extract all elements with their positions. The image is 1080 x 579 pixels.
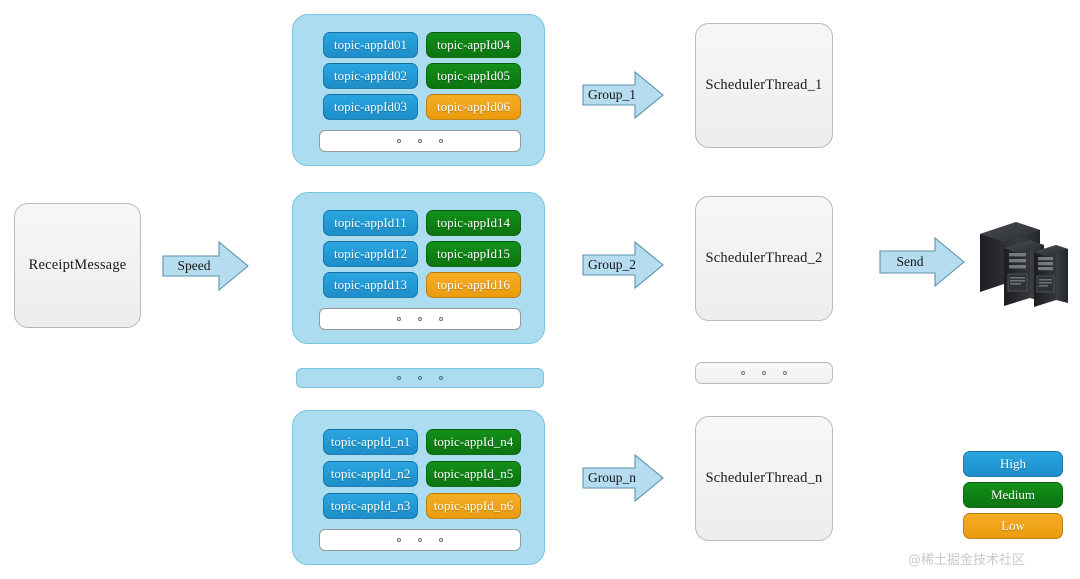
ellipsis-dot: [439, 139, 443, 143]
ellipsis-dot: [397, 538, 401, 542]
topic-chip[interactable]: topic-appId01: [323, 32, 418, 58]
ellipsis-dot: [397, 139, 401, 143]
topic-chip-label: topic-appId15: [437, 246, 510, 261]
topic-chip[interactable]: topic-appId_n3: [323, 493, 418, 519]
ellipsis-dot: [783, 371, 787, 375]
scheduler-thread-label: SchedulerThread_2: [705, 250, 823, 266]
topic-chip-label: topic-appId03: [334, 99, 407, 114]
topic-chip[interactable]: topic-appId_n1: [323, 429, 418, 455]
receipt-message-label: ReceiptMessage: [28, 257, 127, 273]
topic-chip[interactable]: topic-appId04: [426, 32, 521, 58]
legend-label: Medium: [990, 487, 1036, 502]
topic-chip[interactable]: topic-appId02: [323, 63, 418, 89]
topic-chip-label: topic-appId02: [334, 68, 407, 83]
priority-legend: High Medium Low: [963, 451, 1063, 544]
group-1-arrow-label: Group_1: [588, 87, 636, 102]
ellipsis-dot: [418, 317, 422, 321]
groups-ellipsis-bar: [296, 368, 544, 388]
ellipsis-dot: [439, 538, 443, 542]
group-ellipsis-bar: [319, 529, 521, 551]
topic-chip-label: topic-appId14: [437, 215, 510, 230]
topic-chip-label: topic-appId04: [437, 37, 510, 52]
topic-chip[interactable]: topic-appId16: [426, 272, 521, 298]
send-arrow-label: Send: [896, 254, 924, 269]
topic-chip[interactable]: topic-appId05: [426, 63, 521, 89]
ellipsis-dot: [439, 317, 443, 321]
topic-chip-label: topic-appId_n5: [433, 466, 514, 481]
topic-chip-label: topic-appId13: [334, 277, 407, 292]
topic-chip[interactable]: topic-appId06: [426, 94, 521, 120]
group-ellipsis-bar: [319, 308, 521, 330]
ellipsis-dot: [741, 371, 745, 375]
topic-chip[interactable]: topic-appId12: [323, 241, 418, 267]
topic-chip-label: topic-appId11: [334, 215, 407, 230]
topic-chip[interactable]: topic-appId03: [323, 94, 418, 120]
topic-chip-label: topic-appId06: [437, 99, 510, 114]
topic-chip[interactable]: topic-appId11: [323, 210, 418, 236]
topic-chip-label: topic-appId12: [334, 246, 407, 261]
scheduler-thread-label: SchedulerThread_1: [705, 77, 823, 93]
group-2-arrow[interactable]: Group_2: [582, 240, 664, 290]
group-box-1: topic-appId01 topic-appId02 topic-appId0…: [292, 14, 545, 166]
topic-chip[interactable]: topic-appId_n5: [426, 461, 521, 487]
legend-item-high[interactable]: High: [963, 451, 1063, 477]
topic-chip-label: topic-appId01: [334, 37, 407, 52]
topic-chip[interactable]: topic-appId_n2: [323, 461, 418, 487]
ellipsis-dot: [418, 538, 422, 542]
topic-chip-label: topic-appId_n3: [330, 498, 411, 513]
scheduler-thread-1-node[interactable]: SchedulerThread_1: [695, 23, 833, 148]
ellipsis-dot: [762, 371, 766, 375]
ellipsis-dot: [397, 376, 401, 380]
group-box-n: topic-appId_n1 topic-appId_n2 topic-appI…: [292, 410, 545, 565]
watermark: @稀土掘金技术社区: [908, 553, 1026, 568]
send-arrow[interactable]: Send: [879, 236, 965, 288]
topic-chip-label: topic-appId_n6: [433, 498, 514, 513]
topic-chip-label: topic-appId_n4: [433, 434, 514, 449]
group-2-arrow-label: Group_2: [588, 257, 636, 272]
group-1-arrow[interactable]: Group_1: [582, 70, 664, 120]
topic-chip[interactable]: topic-appId13: [323, 272, 418, 298]
legend-item-low[interactable]: Low: [963, 513, 1063, 539]
speed-arrow-label: Speed: [177, 258, 211, 273]
speed-arrow[interactable]: Speed: [162, 240, 249, 292]
ellipsis-dot: [439, 376, 443, 380]
server-tower-icon: [978, 218, 1070, 308]
group-ellipsis-bar: [319, 130, 521, 152]
ellipsis-dot: [397, 317, 401, 321]
topic-chip-label: topic-appId05: [437, 68, 510, 83]
scheduler-thread-2-node[interactable]: SchedulerThread_2: [695, 196, 833, 321]
topic-chip[interactable]: topic-appId_n6: [426, 493, 521, 519]
ellipsis-dot: [418, 139, 422, 143]
topic-chip-label: topic-appId_n1: [330, 434, 411, 449]
ellipsis-dot: [418, 376, 422, 380]
topic-chip[interactable]: topic-appId15: [426, 241, 521, 267]
scheduler-thread-label: SchedulerThread_n: [705, 470, 823, 486]
legend-item-medium[interactable]: Medium: [963, 482, 1063, 508]
group-n-arrow-label: Group_n: [588, 470, 636, 485]
receipt-message-node[interactable]: ReceiptMessage: [14, 203, 141, 328]
topic-chip-label: topic-appId_n2: [330, 466, 411, 481]
group-box-2: topic-appId11 topic-appId12 topic-appId1…: [292, 192, 545, 344]
legend-label: High: [1000, 456, 1026, 471]
scheduler-thread-n-node[interactable]: SchedulerThread_n: [695, 416, 833, 541]
legend-label: Low: [1001, 518, 1025, 533]
group-n-arrow[interactable]: Group_n: [582, 453, 664, 503]
topic-chip[interactable]: topic-appId_n4: [426, 429, 521, 455]
scheduler-ellipsis-bar: [695, 362, 833, 384]
topic-chip[interactable]: topic-appId14: [426, 210, 521, 236]
topic-chip-label: topic-appId16: [437, 277, 510, 292]
